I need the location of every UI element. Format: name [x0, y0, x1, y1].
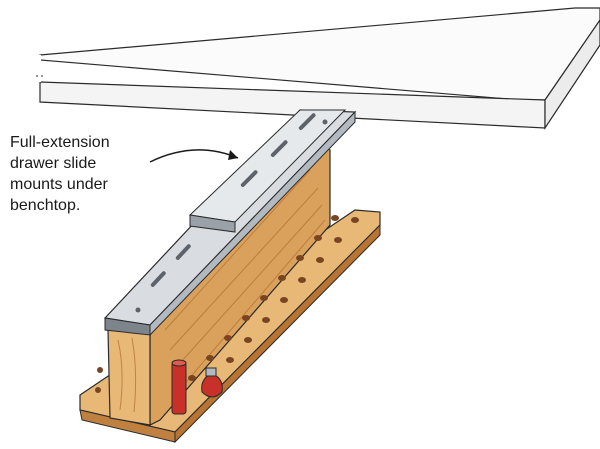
- router-bit-profile: [201, 367, 223, 398]
- callout-arrowhead: [228, 150, 238, 160]
- callout-arrow: [149, 149, 239, 163]
- drawer-slide: [103, 109, 357, 337]
- callout-line-2: drawer slide: [10, 155, 97, 172]
- vertical-block: [107, 144, 331, 426]
- callout-line-3: mounts under: [10, 176, 108, 193]
- callout-text: Full-extension drawer slide mounts under…: [10, 132, 160, 216]
- dog-holes: [95, 215, 359, 393]
- callout-line-1: Full-extension: [10, 134, 110, 151]
- benchtop: [36, 7, 600, 130]
- callout-line-4: benchtop.: [10, 197, 81, 214]
- router-bit-straight: [171, 359, 187, 415]
